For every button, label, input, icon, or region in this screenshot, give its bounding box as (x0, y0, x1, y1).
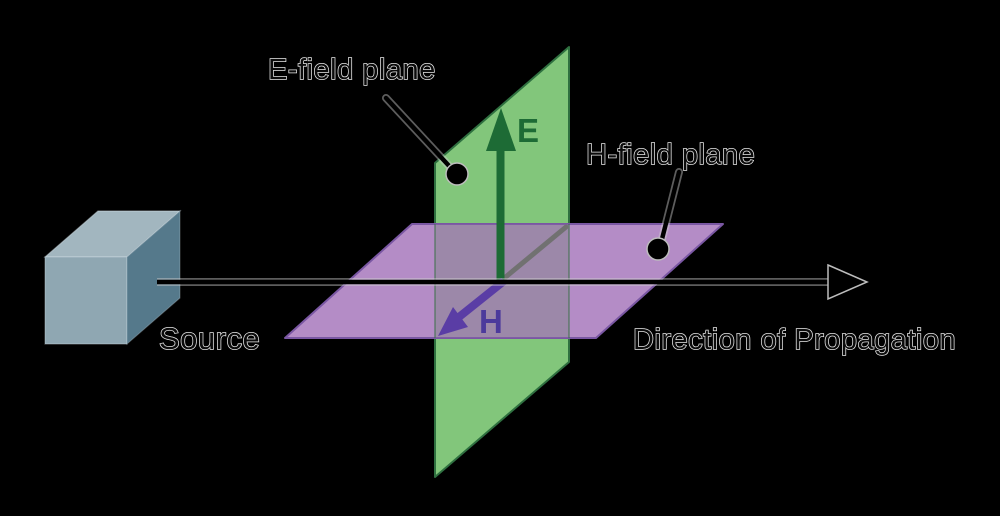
e-arrow-head (486, 108, 516, 151)
h-field-pointer-dot (646, 237, 670, 261)
e-field-pointer-dot (445, 162, 469, 186)
h-field-pointer-line (658, 169, 682, 246)
direction-of-propagation-label: Direction of Propagation (633, 324, 956, 356)
propagation-arrow-head (827, 263, 869, 301)
h-arrow-shaft (456, 277, 507, 321)
e-field-pointer-line (383, 95, 454, 171)
e-vector-arrow (486, 108, 516, 282)
h-arrow-head (438, 307, 468, 336)
source-label: Source (159, 321, 260, 356)
e-field-pointer (382, 94, 469, 186)
propagation-arrow (157, 263, 869, 301)
h-field-plane-label: H-field plane (586, 139, 755, 171)
h-vector-arrow (438, 277, 507, 336)
h-vector-label: H (479, 303, 503, 340)
e-vector-label: E (517, 112, 539, 149)
cube-right-face (126, 209, 181, 346)
source-cube (43, 209, 182, 346)
h-axis-rear-segment (499, 224, 569, 283)
h-field-pointer (646, 168, 683, 261)
cube-front-face (44, 256, 128, 345)
e-field-plane-label: E-field plane (268, 54, 436, 86)
